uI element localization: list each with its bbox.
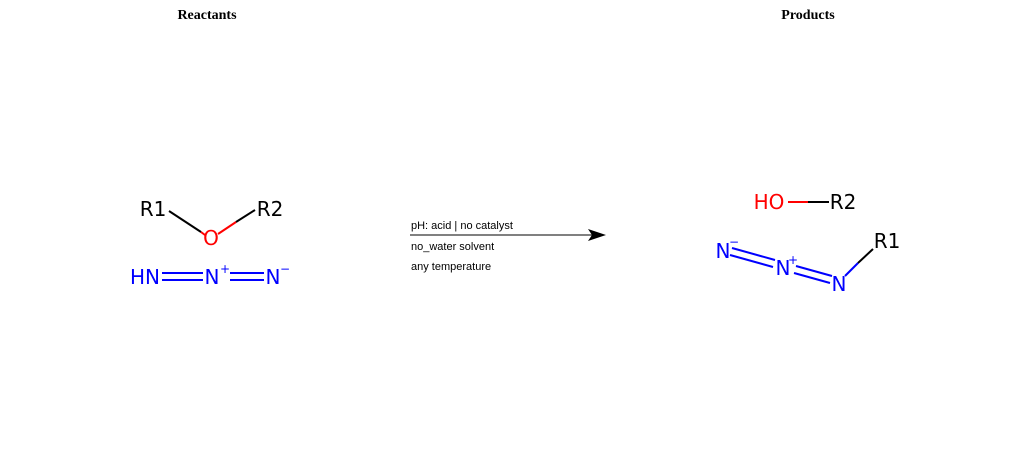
hydrazoic-acid-molecule: HN N + N − — [130, 262, 290, 289]
azide-molecule: N − N + N R1 — [716, 229, 901, 296]
hydroxyl-label: HO — [754, 190, 785, 214]
double-bond-n2-n3-bottom — [793, 272, 831, 284]
double-bond-n2-n3-top — [795, 265, 833, 277]
products-heading: Products — [781, 8, 835, 23]
azide-n2-label: N — [776, 256, 791, 280]
alcohol-molecule: HO R2 — [754, 190, 857, 214]
reaction-arrow-head — [588, 229, 606, 241]
ether-r2-label: R2 — [257, 197, 284, 221]
condition-ph: pH: acid | no catalyst — [411, 220, 513, 232]
alcohol-r2-label: R2 — [830, 190, 857, 214]
positive-charge-label: + — [220, 262, 230, 276]
double-bond-n1-n2-top — [731, 247, 776, 261]
condition-temperature: any temperature — [411, 261, 491, 273]
terminal-nitrogen-label: N — [266, 265, 281, 289]
bond-r1-o-red — [200, 231, 206, 236]
azide-n1-label: N — [716, 239, 731, 263]
azide-n1-charge: − — [729, 235, 739, 249]
ether-oxygen-label: O — [203, 226, 219, 250]
hn-label: HN — [130, 265, 160, 289]
condition-solvent: no_water solvent — [411, 241, 494, 253]
azide-n2-charge: + — [788, 253, 798, 267]
bond-n3-r1-blue — [844, 262, 859, 277]
ether-r1-label: R1 — [140, 197, 167, 221]
central-nitrogen-label: N — [205, 265, 220, 289]
bond-r1-o-black — [168, 210, 202, 233]
bond-o-r2-red — [217, 221, 237, 235]
ether-molecule: R1 O R2 — [140, 197, 284, 250]
bond-o-r2-black — [235, 209, 256, 223]
reactants-heading: Reactants — [177, 8, 237, 23]
negative-charge-label: − — [280, 262, 290, 276]
double-bond-n1-n2-bottom — [729, 254, 774, 268]
bond-n3-r1-black — [857, 248, 874, 264]
azide-r1-label: R1 — [874, 229, 901, 253]
azide-n3-label: N — [832, 272, 847, 296]
reaction-arrow-group: pH: acid | no catalyst no_water solvent … — [410, 220, 606, 273]
